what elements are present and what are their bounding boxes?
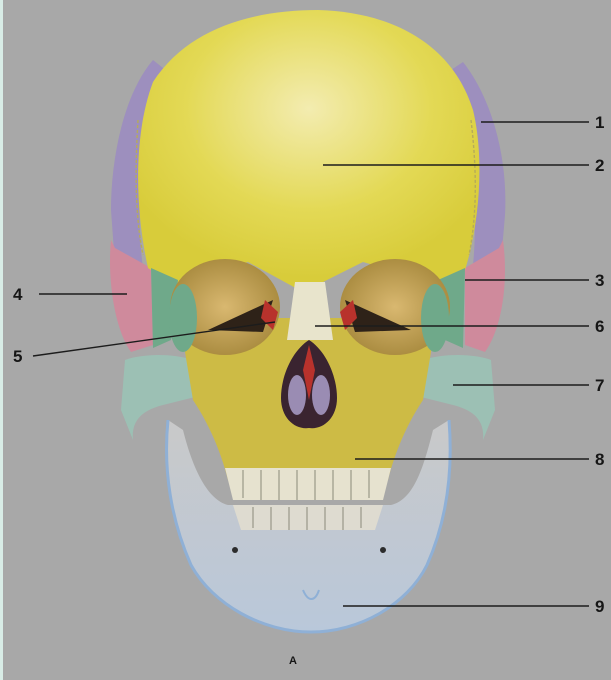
nasal-bones (287, 282, 333, 340)
label-2: 2 (595, 157, 604, 174)
figure-caption: A (289, 655, 297, 667)
frontal-bone (138, 10, 479, 292)
label-4: 4 (13, 286, 22, 303)
temporal-right (465, 240, 505, 352)
label-6: 6 (595, 318, 604, 335)
label-8: 8 (595, 451, 604, 468)
label-7: 7 (595, 377, 604, 394)
skull-illustration (3, 0, 611, 680)
skull-diagram: 1 2 3 4 5 6 7 8 9 A (3, 0, 611, 680)
label-1: 1 (595, 114, 604, 131)
upper-teeth (225, 468, 391, 500)
label-5: 5 (13, 348, 22, 365)
label-3: 3 (595, 272, 604, 289)
label-9: 9 (595, 598, 604, 615)
